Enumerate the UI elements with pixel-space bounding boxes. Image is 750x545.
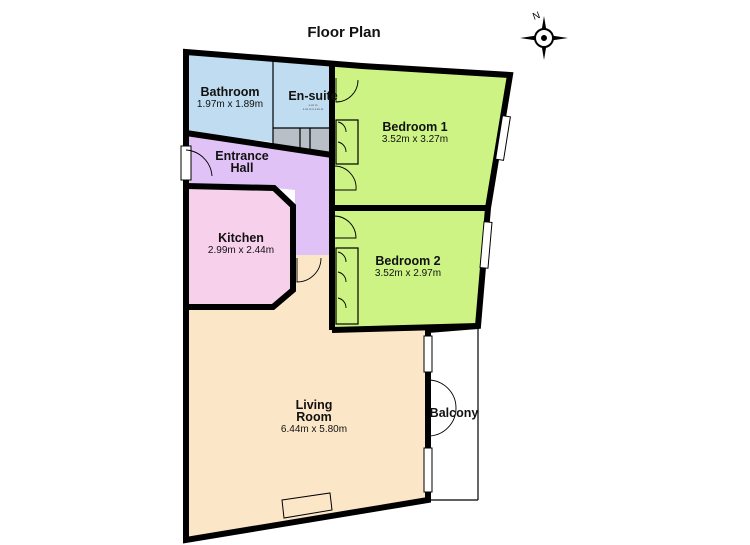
compass-north-label: N [531, 10, 542, 23]
ensuite-fine-print-1: x.xx m [309, 103, 318, 107]
compass-rose-icon: N [520, 10, 568, 60]
living-room-label-line-2: Room [296, 410, 331, 424]
bedroom-1-dims: 3.52m x 3.27m [382, 134, 448, 145]
ensuite-closet [273, 128, 332, 156]
bedroom-1-area [332, 66, 510, 208]
bedroom-2-label: Bedroom 2 [375, 254, 440, 268]
bedroom-2-dims: 3.52m x 2.97m [375, 268, 441, 279]
ensuite-label: En-suite [288, 89, 337, 103]
entrance-hall-label-line-2: Hall [231, 161, 254, 175]
bedroom-1-label: Bedroom 1 [382, 120, 447, 134]
balcony-area [428, 326, 478, 500]
balcony-label: Balcony [430, 406, 479, 420]
bathroom-dims: 1.97m x 1.89m [197, 99, 263, 110]
kitchen-area [186, 186, 293, 307]
bedroom-2-area [332, 208, 488, 330]
living-room-dims: 6.44m x 5.80m [281, 424, 347, 435]
bedroom-1-wardrobe [335, 119, 359, 165]
living-room-label-line-1: Living [296, 398, 333, 412]
ensuite-fine-print-2: x.xx m x x.xx m [303, 107, 324, 111]
plan-title: Floor Plan [307, 24, 380, 41]
living-room-area [186, 186, 428, 540]
bathroom-area [186, 55, 273, 142]
windows [180, 115, 511, 493]
bathroom-label: Bathroom [200, 85, 259, 99]
bedroom-2-wardrobe [335, 247, 359, 325]
kitchen-dims: 2.99m x 2.44m [208, 245, 274, 256]
kitchen-label: Kitchen [218, 231, 264, 245]
fireplace [281, 492, 333, 519]
doors [185, 78, 457, 437]
entrance-hall-label-line-1: Entrance [215, 149, 269, 163]
exterior-walls [183, 48, 514, 544]
